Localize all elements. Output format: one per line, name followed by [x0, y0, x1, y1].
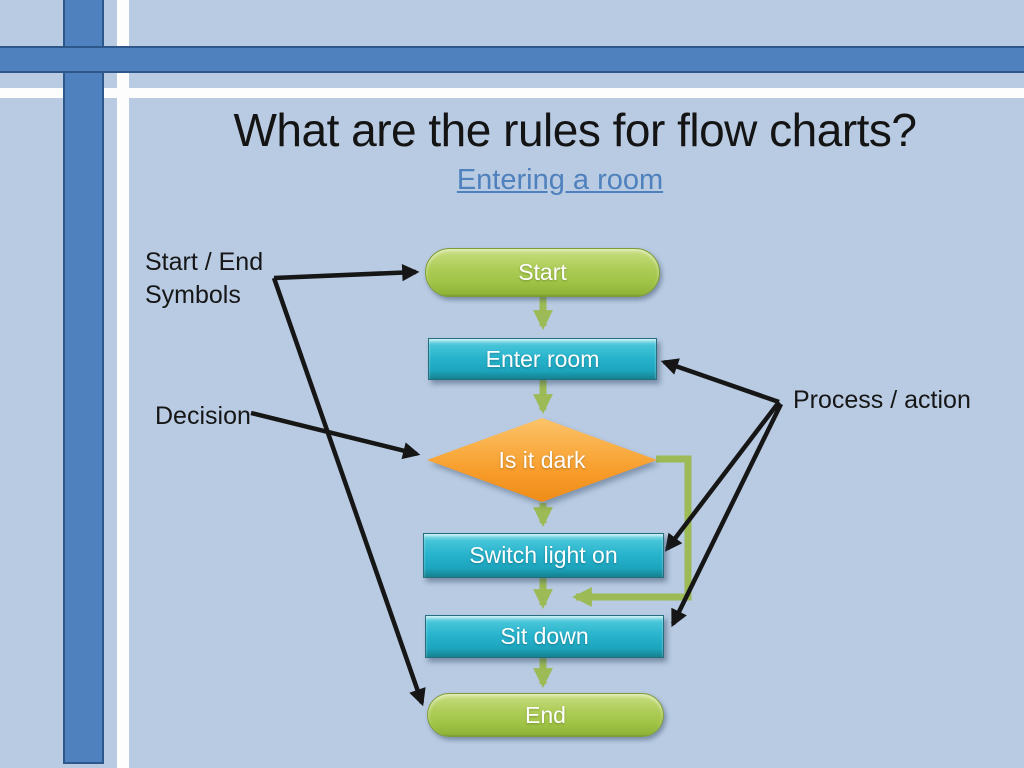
callout-decision: Decision [155, 402, 251, 430]
slide-subtitle: Entering a room [120, 164, 1000, 197]
node-sit-down: Sit down [425, 615, 664, 658]
node-end: End [427, 693, 664, 737]
node-start-label: Start [518, 259, 567, 285]
node-start: Start [425, 248, 660, 297]
node-is-it-dark-label: Is it dark [498, 446, 586, 473]
node-enter-room: Enter room [428, 338, 657, 380]
node-end-label: End [525, 701, 566, 728]
decision-diamond: Is it dark [427, 418, 657, 502]
node-is-it-dark: Is it dark [427, 418, 657, 502]
node-enter-room-label: Enter room [485, 345, 600, 372]
pointer-start-end-to-end [271, 277, 426, 707]
pointer-process-to-sit-down [670, 403, 784, 628]
vertical-white-stripe [117, 0, 129, 768]
callout-start-end-symbols: Start / End Symbols [145, 248, 264, 309]
subtitle-link[interactable]: Entering a room [456, 164, 664, 196]
node-switch-light-on: Switch light on [423, 533, 664, 578]
pointer-process-to-switch-light-on [664, 400, 781, 552]
horizontal-white-stripe [0, 88, 1024, 98]
node-switch-light-on-label: Switch light on [469, 542, 618, 568]
vertical-blue-band [63, 0, 104, 764]
callout-process-action: Process / action [793, 386, 971, 414]
node-sit-down-label: Sit down [500, 623, 589, 649]
pointer-process-to-enter-room [660, 358, 780, 405]
slide-title: What are the rules for flow charts? [233, 104, 917, 156]
horizontal-blue-band [0, 46, 1024, 73]
pointer-decision-to-is-it-dark [250, 410, 421, 460]
pointer-start-end-to-start [273, 263, 420, 282]
